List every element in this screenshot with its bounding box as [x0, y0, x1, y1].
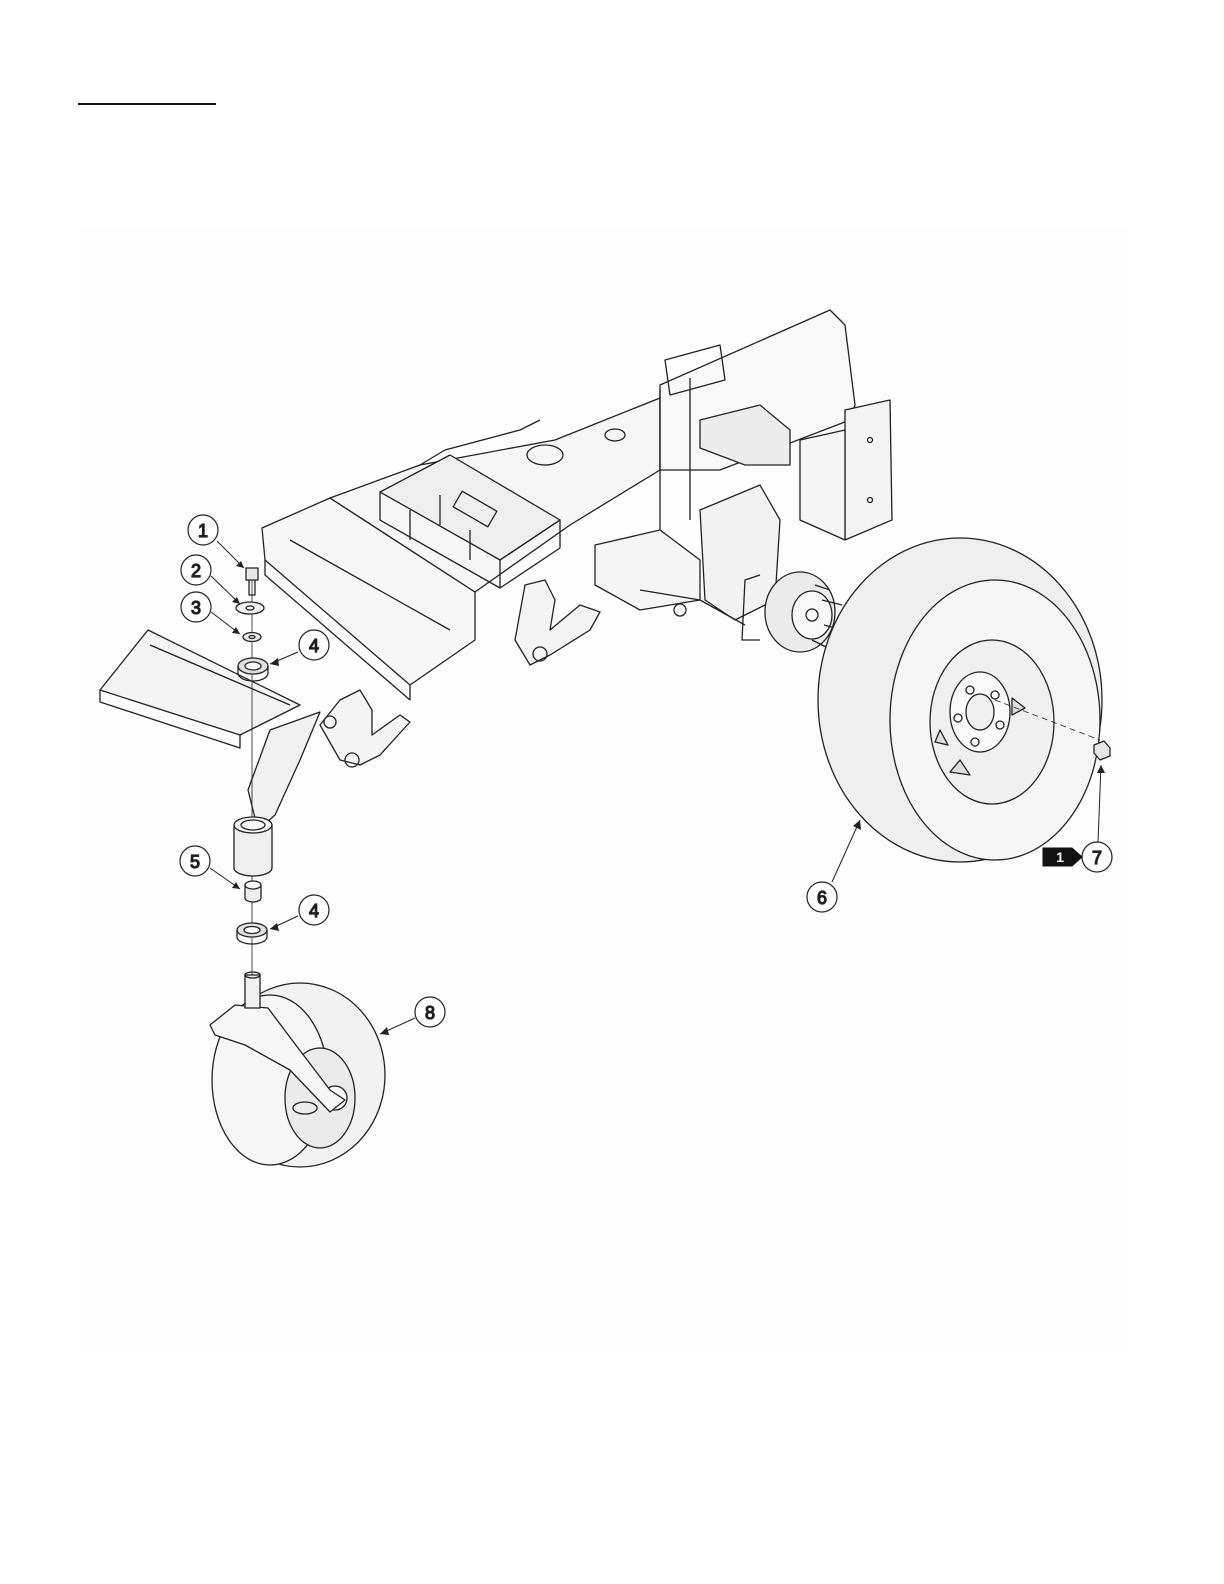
svg-text:1: 1	[198, 521, 208, 541]
svg-text:7: 7	[1092, 848, 1102, 868]
svg-text:8: 8	[425, 1003, 435, 1023]
svg-text:4: 4	[309, 636, 319, 656]
svg-text:6: 6	[817, 888, 827, 908]
callout-3: 3	[181, 592, 211, 622]
callout-7: 7	[1082, 842, 1112, 872]
callout-4-bottom: 4	[299, 895, 329, 925]
callout-5: 5	[180, 846, 210, 876]
svg-text:5: 5	[190, 852, 200, 872]
callout-4-top: 4	[299, 630, 329, 660]
callout-1: 1	[188, 515, 218, 545]
mower-frame	[100, 310, 892, 830]
svg-text:2: 2	[191, 561, 201, 581]
callout-6: 6	[807, 882, 837, 912]
svg-text:1: 1	[1056, 849, 1064, 865]
reference-badge: 1	[1043, 848, 1082, 866]
svg-text:4: 4	[309, 901, 319, 921]
callout-2: 2	[181, 555, 211, 585]
caster-wheel-assembly	[210, 972, 385, 1167]
callout-8: 8	[415, 997, 445, 1027]
svg-text:3: 3	[191, 598, 201, 618]
rear-tire-assembly	[818, 538, 1110, 862]
